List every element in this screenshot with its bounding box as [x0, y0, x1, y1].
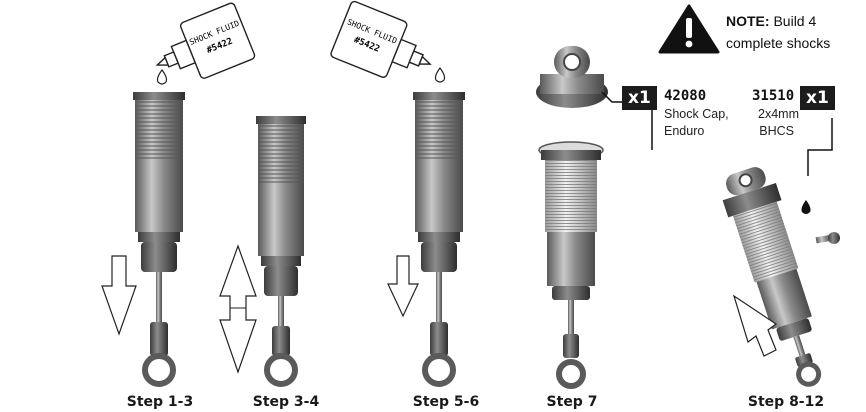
- arrow-down-icon-2: [387, 255, 419, 318]
- thread-lock-drop-icon: [801, 200, 811, 214]
- step-label-5-6: Step 5-6: [412, 394, 480, 410]
- part-desc-screw: 2x4mm BHCS: [758, 106, 799, 140]
- part-desc-shock-cap-line1: Shock Cap,: [664, 107, 729, 121]
- part-number-shock-cap: 42080: [664, 88, 707, 104]
- fluid-drop-left-icon: [156, 68, 168, 85]
- shock-fluid-bottle-right: SHOCK FLUID #5422: [330, 0, 432, 78]
- qty-badge-shock-cap: x1: [622, 86, 657, 110]
- arrow-up-icon: [732, 294, 778, 357]
- part-desc-shock-cap-line2: Enduro: [664, 124, 705, 138]
- note-text: NOTE: Build 4 complete shocks: [726, 10, 830, 54]
- shock-step-8-12: [722, 167, 822, 387]
- shock-step-7: [538, 141, 604, 389]
- arrow-up-down-icon: [219, 244, 257, 374]
- note-text-line2: complete shocks: [726, 35, 831, 51]
- arrow-down-icon-1: [101, 255, 137, 336]
- shock-fluid-bottle-left: SHOCK FLUID #5422: [155, 2, 256, 79]
- shock-step-5-6: [413, 92, 465, 387]
- shock-step-1-3: [133, 92, 185, 387]
- part-desc-shock-cap: Shock Cap, Enduro: [664, 106, 729, 140]
- step-label-7: Step 7: [546, 394, 598, 410]
- fluid-drop-right-icon: [434, 66, 446, 83]
- screw-part: [815, 232, 840, 244]
- part-number-screw: 31510: [752, 88, 795, 104]
- note-text-line1: Build 4: [773, 13, 817, 29]
- step-label-3-4: Step 3-4: [252, 394, 320, 410]
- part-desc-screw-line1: 2x4mm: [758, 107, 799, 121]
- warning-icon: [658, 4, 720, 54]
- step-label-1-3: Step 1-3: [126, 394, 194, 410]
- shock-cap-part: [536, 46, 608, 108]
- shock-step-3-4: [256, 116, 306, 387]
- note-label: NOTE:: [726, 13, 770, 29]
- callout-line-screw: [807, 118, 833, 176]
- step-label-8-12: Step 8-12: [747, 394, 825, 410]
- part-desc-screw-line2: BHCS: [759, 124, 794, 138]
- qty-badge-screw: x1: [800, 86, 835, 110]
